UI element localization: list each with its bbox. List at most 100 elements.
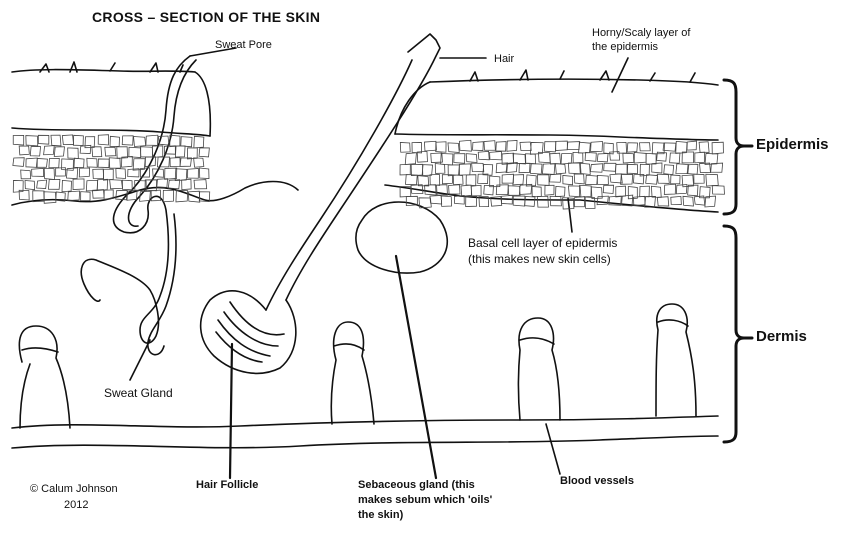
epidermis-cell <box>545 185 554 195</box>
epidermis-cell <box>550 153 561 164</box>
epidermis-cell <box>671 196 682 204</box>
epidermis-cell <box>664 165 674 175</box>
epidermis-cell <box>603 185 613 193</box>
epidermis-cell <box>573 152 583 163</box>
epidermis-cell <box>550 196 561 206</box>
epidermis-cell <box>688 185 698 196</box>
dermal-papilla <box>519 318 561 420</box>
epidermis-cell <box>591 141 603 151</box>
brace-tick <box>744 146 752 338</box>
epidermis-cell <box>442 175 452 184</box>
epidermis-cell <box>561 154 572 164</box>
epidermis-cell <box>129 147 141 157</box>
epidermis-cell <box>97 179 107 190</box>
epidermis-cell <box>585 152 596 161</box>
sweat-duct <box>129 60 197 355</box>
epidermis-cell <box>616 164 628 174</box>
epidermis-cell <box>466 175 476 186</box>
epidermis-cell <box>526 154 536 164</box>
epidermis-cell <box>26 136 38 146</box>
epidermis-cell <box>13 158 24 167</box>
epidermis-cell <box>580 163 590 174</box>
epidermis-cell <box>122 136 133 145</box>
epidermis-cell <box>676 164 689 174</box>
epidermis-cell <box>93 169 104 179</box>
epidermis-cell <box>454 154 465 164</box>
epidermis-cell <box>48 179 60 189</box>
horny-leader-line <box>612 58 628 92</box>
basal-leader-line <box>568 198 572 232</box>
epidermis-cell <box>532 186 541 196</box>
epidermis-cell <box>435 164 445 174</box>
blood-vessel-leader-line <box>546 424 560 474</box>
epidermis-cell <box>683 196 693 206</box>
epidermis-cell <box>538 175 550 186</box>
horny-layer-label-line2: the epidermis <box>592 40 658 54</box>
epidermis-label: Epidermis <box>756 138 829 152</box>
epidermis-cell <box>671 175 680 184</box>
epidermis-cell <box>400 164 410 175</box>
epidermis-cell <box>68 191 80 200</box>
sebaceous-leader-line <box>396 256 436 478</box>
epidermis-cell <box>478 151 489 159</box>
epidermis-cell <box>640 186 650 197</box>
epidermis-cell <box>13 135 23 145</box>
epidermis-cell <box>110 136 119 146</box>
epidermis-cell <box>80 145 91 153</box>
epidermis-cell <box>453 175 463 185</box>
dermal-papilla <box>331 322 374 424</box>
dermis-brace <box>724 226 744 442</box>
epidermis-cell <box>556 141 568 150</box>
epidermis-cell <box>25 180 35 189</box>
epidermis-cell <box>194 136 204 148</box>
epidermis-cell <box>627 164 638 173</box>
hair-label: Hair <box>494 52 514 66</box>
sebaceous-gland <box>356 202 447 273</box>
epidermis-cell <box>555 164 565 174</box>
epidermis-cell <box>530 164 542 174</box>
epidermis-cell <box>520 142 531 151</box>
hair-follicle-leader-line <box>230 344 232 478</box>
epidermis-cell <box>134 137 146 147</box>
hair-follicle-inner <box>216 302 284 362</box>
epidermis-cell <box>567 142 580 150</box>
epidermis-cell <box>448 165 459 176</box>
right-horny-lower <box>395 134 718 140</box>
left-horny-lower <box>12 128 210 136</box>
epidermis-cell <box>109 158 120 168</box>
epidermis-cell <box>66 168 77 179</box>
epidermis-cell <box>604 163 616 171</box>
epidermis-cell <box>122 180 132 190</box>
right-skin-surface <box>430 79 718 85</box>
epidermis-cell <box>574 197 584 207</box>
epidermis-cell <box>38 135 49 144</box>
credit-line1: © Calum Johnson <box>30 482 118 496</box>
epidermis-cell <box>73 135 83 145</box>
epidermis-cell <box>26 158 37 167</box>
epidermis-cell <box>422 165 432 176</box>
epidermis-cell <box>513 175 524 185</box>
epidermis-cell <box>478 174 488 184</box>
epidermis-cell <box>646 175 658 185</box>
epidermis-cell <box>616 186 626 197</box>
epidermis-cell <box>199 168 209 179</box>
dermal-papilla <box>19 326 70 428</box>
epidermis-cell <box>79 168 89 177</box>
epidermis-cell <box>663 143 676 151</box>
credit-line2: 2012 <box>64 498 88 512</box>
epidermis-cell <box>62 135 73 145</box>
epidermis-cell <box>627 143 637 152</box>
epidermis-cell <box>507 140 517 151</box>
epidermis-cell <box>436 142 446 152</box>
epidermis-cell <box>448 143 459 153</box>
epidermis-cell <box>513 196 525 206</box>
epidermis-cell <box>682 152 694 163</box>
epidermis-cell <box>449 185 460 194</box>
epidermis-cell <box>81 192 90 201</box>
epidermis-cell <box>633 196 645 205</box>
epidermis-cell <box>472 163 484 172</box>
epidermis-cell <box>146 135 158 145</box>
epidermis-cell <box>418 176 429 186</box>
epidermis-cell <box>519 163 530 172</box>
